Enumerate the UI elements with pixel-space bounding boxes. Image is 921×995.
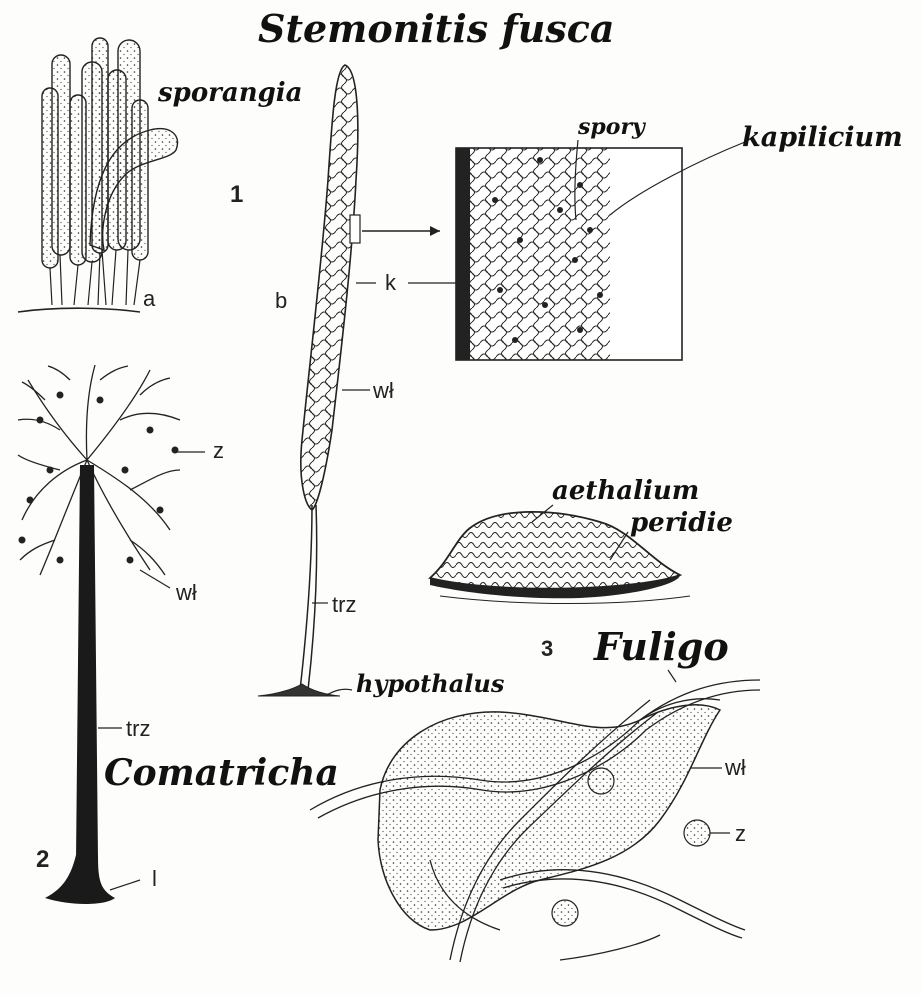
label-trz-fig1: trz [332, 594, 356, 616]
sporangium-stalk [300, 505, 317, 690]
zoom-marker [350, 215, 360, 243]
label-wl-fig2: wł [176, 582, 197, 604]
diagram-title: Stemonitis fusca [258, 10, 615, 48]
fuligo-name: Fuligo [594, 628, 729, 666]
label-l-fig2: l [152, 868, 157, 890]
comatricha-network [18, 365, 180, 575]
figure-number-3: 3 [541, 638, 553, 660]
comatricha-base [45, 855, 115, 904]
label-k: k [385, 272, 396, 294]
label-wl-fig1: wł [373, 380, 394, 402]
sporangia-label: sporangia [158, 80, 303, 106]
hypothalus-label: hypothalus [356, 672, 504, 696]
substrate-line-a [18, 308, 140, 312]
sporangia-cluster [42, 38, 178, 268]
capillitium-inset [456, 148, 682, 360]
comatricha-stalk [76, 465, 98, 860]
panel-b-label: b [275, 290, 287, 312]
peridie-label: peridie [630, 510, 733, 536]
zoom-arrow-head [430, 226, 440, 236]
sporangium-body [301, 65, 358, 510]
label-trz-fig2: trz [126, 718, 150, 740]
figure-number-1: 1 [230, 183, 243, 207]
aethalium-label: aethalium [552, 478, 699, 504]
spory-label: spory [578, 116, 645, 138]
fuligo-plasmodium [378, 705, 720, 930]
kapilicium-label: kapilicium [742, 124, 903, 151]
leader-lines-fig2 [98, 452, 205, 890]
figure-number-2: 2 [36, 848, 49, 872]
label-z-fig3: z [735, 823, 746, 845]
panel-a-label: a [143, 288, 155, 310]
label-z-fig2: z [213, 440, 224, 462]
label-wl-fig3: wł [725, 757, 746, 779]
comatricha-name: Comatricha [104, 755, 339, 791]
